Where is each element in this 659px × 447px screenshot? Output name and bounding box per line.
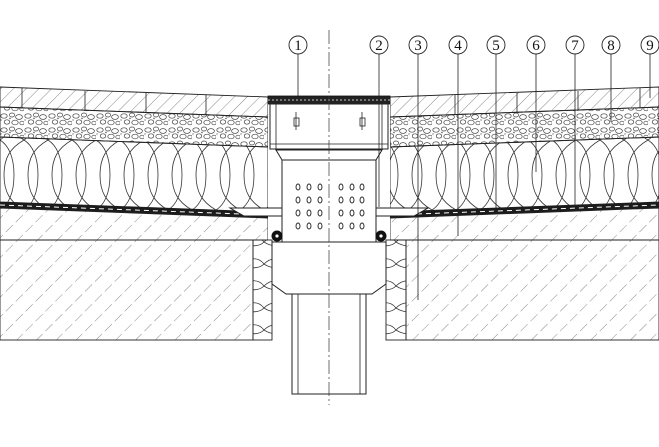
leader-lines xyxy=(297,54,651,300)
callouts: 1 2 3 4 5 6 7 8 xyxy=(288,35,659,55)
callout-2-label: 2 xyxy=(375,38,383,54)
callout-6-label: 6 xyxy=(532,38,540,54)
callout-4: 4 xyxy=(448,35,468,55)
callout-1-label: 1 xyxy=(294,38,302,54)
callout-8-label: 8 xyxy=(607,38,615,54)
perforations xyxy=(295,183,365,230)
callout-4-label: 4 xyxy=(454,38,462,54)
callout-8: 8 xyxy=(601,35,621,55)
callout-9-label: 9 xyxy=(646,38,654,54)
left-pipe-insulation xyxy=(252,239,273,341)
callout-3: 3 xyxy=(408,35,428,55)
callout-5-label: 5 xyxy=(492,38,500,54)
callout-7-label: 7 xyxy=(571,38,579,54)
callout-3-label: 3 xyxy=(414,38,422,54)
callout-7: 7 xyxy=(565,35,585,55)
callout-6: 6 xyxy=(526,35,546,55)
right-pipe-insulation xyxy=(385,239,407,341)
left-layers xyxy=(0,86,268,341)
callout-1: 1 xyxy=(288,35,308,55)
right-layers xyxy=(390,86,659,341)
callout-2: 2 xyxy=(369,35,389,55)
callout-9: 9 xyxy=(640,35,659,55)
callout-5: 5 xyxy=(486,35,506,55)
